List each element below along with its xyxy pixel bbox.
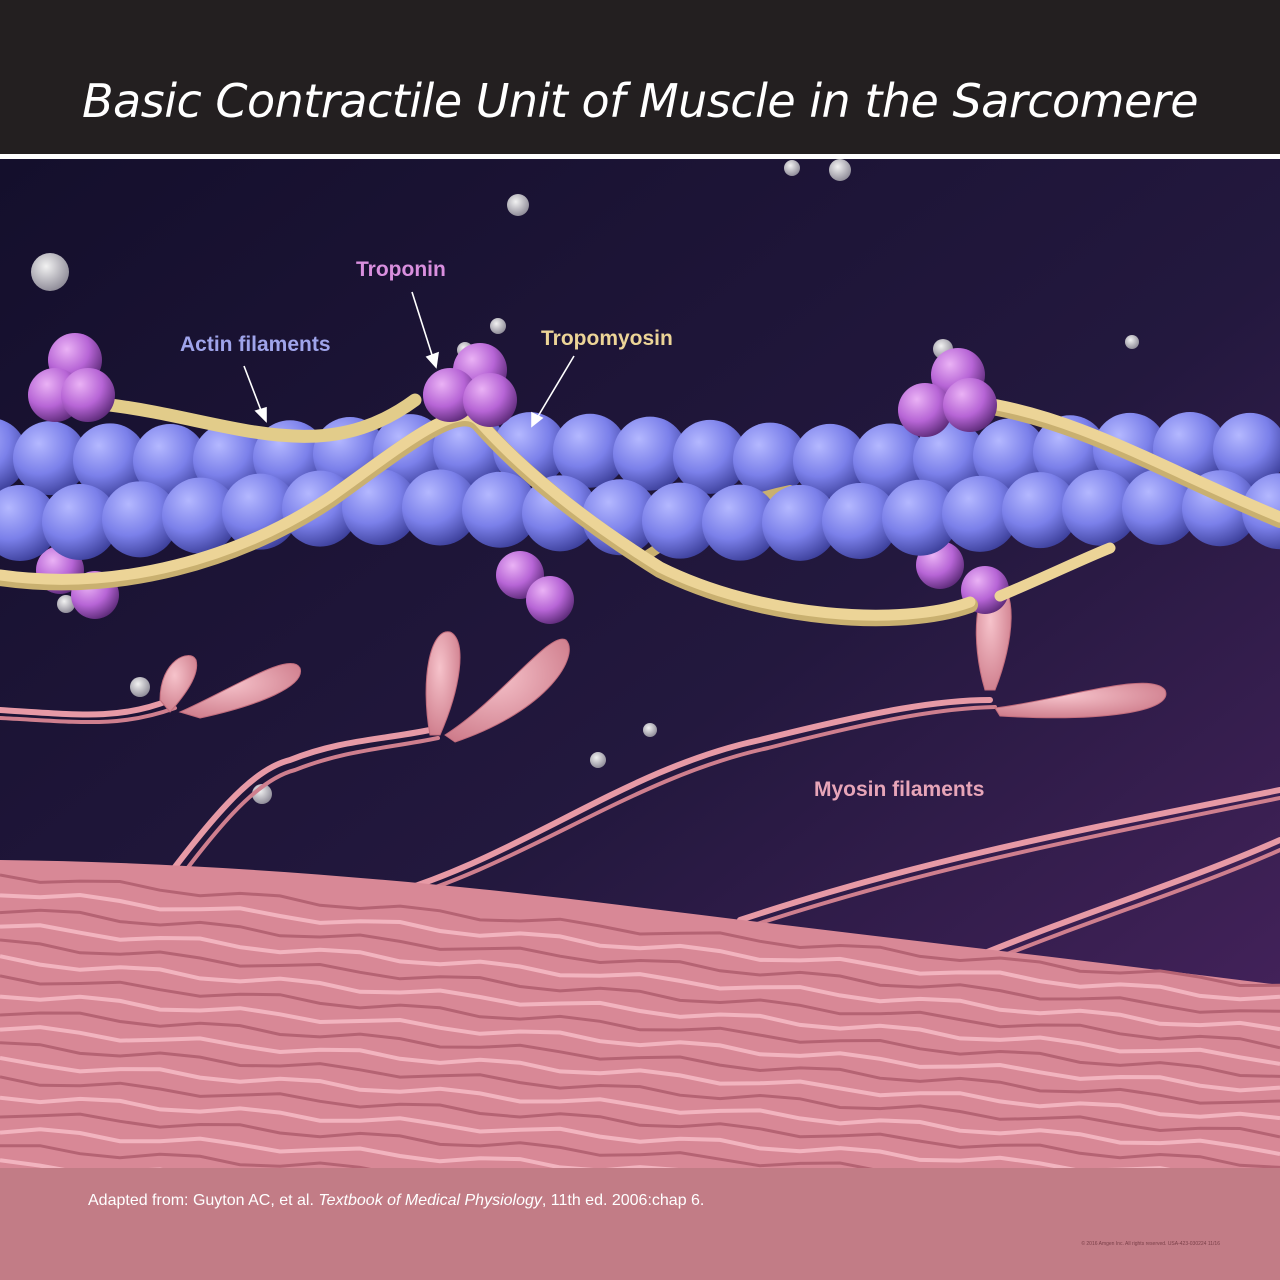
- troponin-bead: [943, 378, 997, 432]
- myosin-fiber: [0, 908, 1280, 1014]
- particle: [590, 752, 606, 768]
- sarcomere-illustration: [0, 159, 1280, 1169]
- citation-prefix: Adapted from: Guyton AC, et al.: [88, 1192, 319, 1209]
- actin-bead: [673, 419, 747, 494]
- myosin-fiber: [0, 1041, 1280, 1139]
- myosin-fiber: [0, 994, 1280, 1093]
- myosin-heads: [159, 582, 1167, 743]
- label-myosin-filaments: Myosin filaments: [814, 778, 985, 801]
- citation-text: Adapted from: Guyton AC, et al. Textbook…: [88, 1192, 704, 1210]
- myosin-fiber: [0, 974, 1280, 1078]
- citation-book-title: Textbook of Medical Physiology: [318, 1192, 542, 1209]
- header-band: Basic Contractile Unit of Muscle in the …: [0, 0, 1280, 154]
- myosin-fiber: [0, 1011, 1280, 1105]
- actin-bead: [1213, 412, 1280, 487]
- myosin-tails: [0, 697, 1280, 965]
- actin-bead: [102, 481, 178, 558]
- myosin-fiber: [0, 938, 1280, 1050]
- actin-bead: [13, 421, 87, 496]
- actin-bead: [973, 418, 1047, 493]
- actin-bead: [342, 469, 418, 546]
- actin-bead: [1062, 469, 1138, 546]
- myosin-fiber: [0, 892, 1280, 1002]
- actin-bead: [73, 423, 147, 498]
- troponin-bead: [61, 368, 115, 422]
- myosin-fiber: [0, 954, 1280, 1066]
- myosin-fiber: [0, 1025, 1280, 1121]
- actin-bead: [162, 477, 238, 554]
- particle: [57, 595, 75, 613]
- particle: [829, 159, 851, 181]
- label-tropomyosin: Tropomyosin: [541, 327, 673, 350]
- copyright-text: © 2016 Amgen Inc. All rights reserved. U…: [1081, 1241, 1220, 1247]
- actin-bead: [762, 484, 838, 561]
- particle: [784, 160, 800, 176]
- particle: [31, 253, 69, 291]
- troponin-bead: [898, 383, 952, 437]
- troponin-bead: [463, 373, 517, 427]
- actin-bead: [42, 484, 118, 561]
- troponin-front: [28, 333, 997, 437]
- myosin-thick-filament: [0, 860, 1280, 1169]
- diagram-title: Basic Contractile Unit of Muscle in the …: [81, 74, 1199, 128]
- myosin-fiber: [0, 923, 1280, 1032]
- actin-bead: [1122, 469, 1198, 546]
- particle: [490, 318, 506, 334]
- particle: [130, 677, 150, 697]
- citation-suffix: , 11th ed. 2006:chap 6.: [541, 1192, 705, 1209]
- particle: [1125, 335, 1139, 349]
- tropomyosin-strand-back: [103, 393, 422, 443]
- myosin-fiber: [0, 873, 1280, 988]
- myosin-fiber: [0, 1075, 1280, 1169]
- header-divider: [0, 154, 1280, 159]
- particle: [643, 723, 657, 737]
- myosin-fiber: [0, 1127, 685, 1169]
- myosin-fiber: [0, 1056, 1280, 1156]
- actin-bead: [553, 413, 627, 488]
- actin-bead: [702, 484, 778, 561]
- troponin-bead: [526, 576, 574, 624]
- label-troponin: Troponin: [356, 258, 446, 281]
- myosin-fiber: [0, 1144, 377, 1169]
- actin-bead: [642, 482, 718, 559]
- actin-bead: [733, 422, 807, 497]
- actin-bead: [462, 471, 538, 548]
- label-actin-filaments: Actin filaments: [180, 333, 331, 356]
- footer-band: Adapted from: Guyton AC, et al. Textbook…: [0, 1168, 1280, 1280]
- actin-bead: [942, 475, 1018, 552]
- actin-filament-front-row: [0, 469, 1280, 561]
- myosin-fiber: [0, 1112, 879, 1169]
- troponin-bead: [423, 368, 477, 422]
- actin-bead: [793, 423, 867, 498]
- label-arrows: [243, 291, 575, 428]
- particle: [507, 194, 529, 216]
- actin-bead: [882, 479, 958, 556]
- actin-bead: [613, 416, 687, 491]
- actin-bead: [0, 485, 58, 561]
- actin-bead: [1002, 472, 1078, 549]
- actin-bead: [402, 469, 478, 546]
- actin-bead: [913, 421, 987, 496]
- actin-bead: [853, 423, 927, 498]
- actin-bead: [822, 483, 898, 560]
